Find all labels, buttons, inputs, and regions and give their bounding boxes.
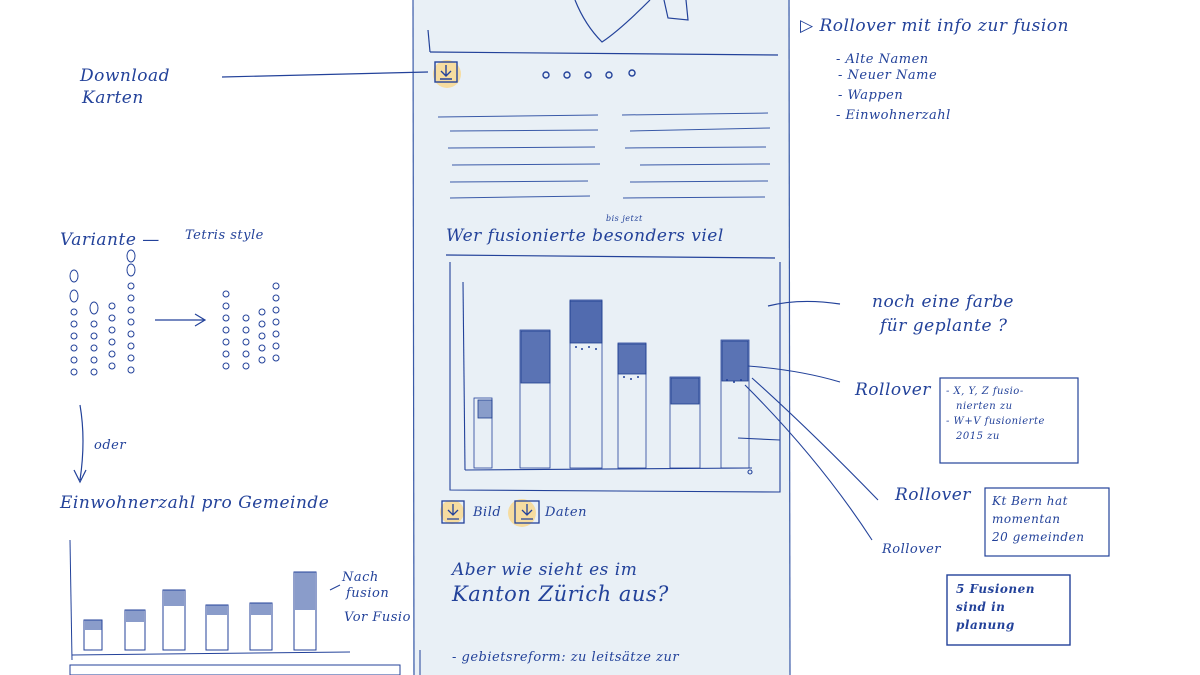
variante-label: Variante — (60, 230, 160, 250)
box2-line: Kt Bern hat (992, 494, 1069, 508)
arrow-tetris (155, 313, 207, 327)
rollover-box-2 (984, 487, 1110, 557)
arrow-download-karten (221, 71, 429, 78)
einwohner-chart-fills (85, 572, 315, 630)
download-karten-label-2: Karten (82, 88, 144, 108)
rollover-box-1 (939, 377, 1079, 464)
chart-title-superscript: bis jetzt (606, 214, 643, 223)
nach-fusion-label-2: fusion (346, 586, 390, 601)
bild-label[interactable]: Bild (473, 505, 502, 520)
oder-label: oder (94, 438, 127, 453)
bar-top-5 (670, 377, 700, 405)
arrow-farbe (767, 300, 841, 307)
bar-top-3 (569, 300, 603, 344)
rollover-label-3: Rollover (882, 542, 942, 557)
box2-line: 20 gemeinden (992, 530, 1085, 544)
map-sketch (427, 0, 779, 56)
section-title-line-2: Kanton Zürich aus? (452, 582, 669, 606)
box2-line: momentan (992, 512, 1061, 526)
tetris-style-label: Tetris style (185, 228, 264, 243)
bullet-gebietsreform: - gebietsreform: zu leitsätze zur (452, 650, 680, 665)
rollover-label-1: Rollover (855, 380, 931, 400)
bar-top-2 (520, 330, 551, 384)
chart-title: Wer fusionierte besonders viel (446, 226, 724, 246)
text-placeholder-lines (437, 112, 771, 199)
download-data-icon[interactable] (508, 499, 540, 527)
pagination-dots (542, 69, 636, 79)
section-title-line-1: Aber wie sieht es im (452, 560, 638, 580)
rollover-label-2: Rollover (895, 485, 971, 505)
rollover-item-alte-namen: - Alte Namen (836, 52, 929, 67)
box1-line: - W+V fusionierte (946, 416, 1045, 427)
planned-dotted-bands (575, 346, 742, 383)
download-karten-label-1: Download (80, 66, 171, 86)
box1-line: - X, Y, Z fusio- (946, 386, 1024, 397)
box1-line: nierten zu (956, 401, 1013, 412)
rollover-box-3-text: 5 Fusionen sind in planung (956, 580, 1035, 634)
arrow-rollover-1 (747, 365, 841, 383)
download-map-icon[interactable] (433, 60, 461, 88)
einwohner-chart-title: Einwohnerzahl pro Gemeinde (60, 493, 330, 513)
arrow-rollover-2 (751, 377, 879, 501)
bar-top-1 (477, 399, 493, 419)
tetris-bubble-sketch (69, 249, 280, 376)
arrow-rollover-3 (744, 384, 873, 541)
bar-top-6 (721, 340, 749, 382)
box3-line: planung (956, 618, 1015, 632)
daten-label[interactable]: Daten (545, 505, 587, 520)
vor-fusion-label: Vor Fusio (344, 610, 411, 625)
nach-fusion-label-1: Nach (342, 570, 379, 585)
box3-line: 5 Fusionen (956, 582, 1035, 596)
rollover-info-title: ▷ Rollover mit info zur fusion (800, 16, 1069, 36)
rollover-item-neuer-name: - Neuer Name (838, 68, 938, 83)
rollover-item-wappen: - Wappen (838, 88, 904, 103)
farbe-note-line-1: noch eine farbe (872, 292, 1014, 312)
rollover-item-einwohnerzahl: - Einwohnerzahl (836, 108, 951, 123)
rollover-box-2-text: Kt Bern hat momentan 20 gemeinden (992, 492, 1084, 546)
farbe-note-line-2: für geplante ? (880, 316, 1008, 336)
arrow-oder (73, 404, 87, 484)
box3-line: sind in (956, 600, 1006, 614)
bar-tops (477, 300, 749, 419)
rollover-box-3 (946, 574, 1071, 646)
box1-line: 2015 zu (956, 431, 1000, 442)
download-image-icon[interactable] (440, 500, 465, 524)
rollover-box-1-text: - X, Y, Z fusio- nierten zu - W+V fusion… (946, 384, 1045, 444)
bar-top-4 (617, 343, 647, 375)
bar-chart-sketch (449, 262, 781, 493)
